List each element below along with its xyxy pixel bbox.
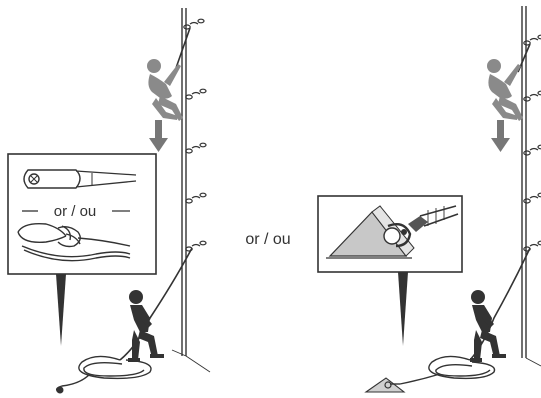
down-arrow-icon: [491, 120, 510, 152]
stopper-knot-icon: [17, 222, 131, 262]
carabiner-anchor-icon: [326, 205, 459, 259]
right-scene: [317, 6, 541, 393]
quickdraw-icons: [183, 18, 207, 252]
callout-or-label: or / ou: [54, 203, 97, 220]
ground-anchor-icon: [364, 377, 406, 393]
down-arrow-icon: [149, 120, 168, 152]
climbing-wall: [171, 8, 211, 373]
belayer-figure-icon: [128, 290, 164, 362]
rope: [119, 27, 193, 361]
climber-figure-icon: [487, 59, 523, 121]
climbing-wall: [521, 6, 541, 367]
callout-rope-end-options: or / ou: [7, 153, 157, 346]
middle-or-label: or / ou: [245, 231, 290, 248]
rope-pile: [55, 355, 152, 393]
rope-pile: [399, 355, 496, 385]
callout-anchor-option: [317, 195, 463, 346]
belayer-figure-icon: [470, 290, 506, 362]
climber-figure-icon: [147, 59, 183, 121]
left-scene: or / ou: [7, 8, 211, 394]
stopper-knot-icon: [56, 386, 64, 394]
rope-end-sewn-eye-icon: [23, 169, 137, 189]
